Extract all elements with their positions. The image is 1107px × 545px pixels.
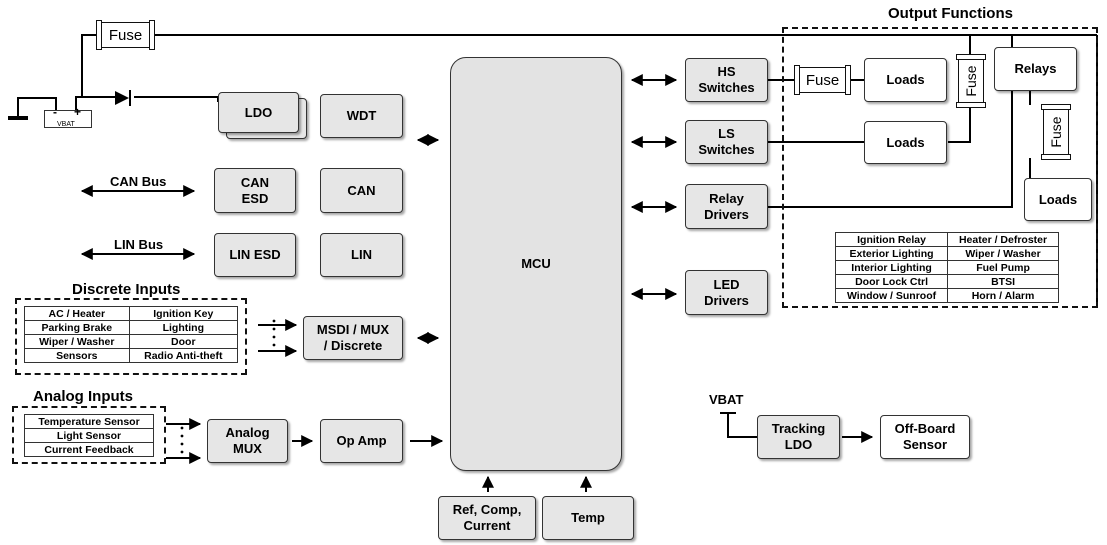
discrete_inputs-cell: AC / Heater xyxy=(24,306,130,321)
tracking-ldo-block: Tracking LDO xyxy=(757,415,840,459)
msdi-block: MSDI / MUX / Discrete xyxy=(303,316,403,360)
relay-fuse-2: Fuse xyxy=(1041,104,1071,160)
loads-block-2: Loads xyxy=(864,121,947,164)
loads-block-1: Loads xyxy=(864,58,947,102)
can-esd-block: CAN ESD xyxy=(214,168,296,213)
diode-symbol xyxy=(115,90,131,106)
hs-switches-block: HS Switches xyxy=(685,58,768,102)
main-fuse: Fuse xyxy=(96,20,155,50)
discrete_inputs-cell: Sensors xyxy=(24,348,130,363)
output_functions-cell: Ignition Relay xyxy=(834,232,949,247)
analog-mux-block: Analog MUX xyxy=(207,419,288,463)
discrete_inputs-cell: Door xyxy=(128,334,239,349)
output_functions-cell: Heater / Defroster xyxy=(947,232,1059,247)
output-functions-title: Output Functions xyxy=(888,5,1013,22)
temp-block: Temp xyxy=(542,496,634,540)
op-amp-block: Op Amp xyxy=(320,419,403,463)
led-drivers-block: LED Drivers xyxy=(685,270,768,315)
battery-symbol: - + VBAT xyxy=(44,105,92,128)
output_functions-cell: BTSI xyxy=(947,274,1059,289)
analog-inputs-title: Analog Inputs xyxy=(33,388,133,405)
output_functions-cell: Interior Lighting xyxy=(834,260,949,275)
lin-bus-label: LIN Bus xyxy=(114,237,164,252)
ref-comp-current-block: Ref, Comp, Current xyxy=(438,496,536,540)
analog-inputs-frame xyxy=(12,406,166,464)
relays-block: Relays xyxy=(994,47,1077,91)
loads-block-3: Loads xyxy=(1024,178,1092,221)
output_functions-cell: Horn / Alarm xyxy=(947,288,1059,303)
discrete_inputs-cell: Lighting xyxy=(128,320,239,335)
analog_inputs-cell: Current Feedback xyxy=(24,442,154,457)
output_functions-cell: Door Lock Ctrl xyxy=(834,274,949,289)
output-functions-frame xyxy=(782,27,1098,308)
discrete_inputs-cell: Ignition Key xyxy=(128,306,239,321)
discrete-inputs-frame xyxy=(15,298,247,375)
lin-esd-block: LIN ESD xyxy=(214,233,296,277)
ldo-block: LDO xyxy=(218,92,299,133)
analog_inputs-cell: Light Sensor xyxy=(24,428,154,443)
battery-plus: + xyxy=(74,105,82,119)
can-block: CAN xyxy=(320,168,403,213)
analog_inputs-row: Light Sensor xyxy=(24,428,154,443)
discrete_inputs-cell: Parking Brake xyxy=(24,320,130,335)
lin-block: LIN xyxy=(320,233,403,277)
battery-minus: - xyxy=(53,105,57,119)
output_functions-cell: Window / Sunroof xyxy=(834,288,949,303)
relay-drivers-block: Relay Drivers xyxy=(685,184,768,229)
wdt-block: WDT xyxy=(320,94,403,138)
vbat-label: VBAT xyxy=(709,392,744,407)
discrete_inputs-cell: Wiper / Washer xyxy=(24,334,130,349)
mcu-block: MCU xyxy=(450,57,622,471)
can-bus-label: CAN Bus xyxy=(110,174,167,189)
output_functions-cell: Exterior Lighting xyxy=(834,246,949,261)
output_functions-cell: Fuel Pump xyxy=(947,260,1059,275)
battery-label: VBAT xyxy=(57,121,75,128)
off-board-sensor-block: Off-Board Sensor xyxy=(880,415,970,459)
analog_inputs-cell: Temperature Sensor xyxy=(24,414,154,429)
output_functions-cell: Wiper / Washer xyxy=(947,246,1059,261)
analog_inputs-row: Temperature Sensor xyxy=(24,414,154,429)
analog_inputs-row: Current Feedback xyxy=(24,442,154,457)
ls-switches-block: LS Switches xyxy=(685,120,768,164)
discrete-inputs-title: Discrete Inputs xyxy=(72,281,181,298)
relay-fuse-1: Fuse xyxy=(956,54,986,108)
hs-fuse: Fuse xyxy=(794,65,851,95)
discrete_inputs-cell: Radio Anti-theft xyxy=(128,348,239,363)
